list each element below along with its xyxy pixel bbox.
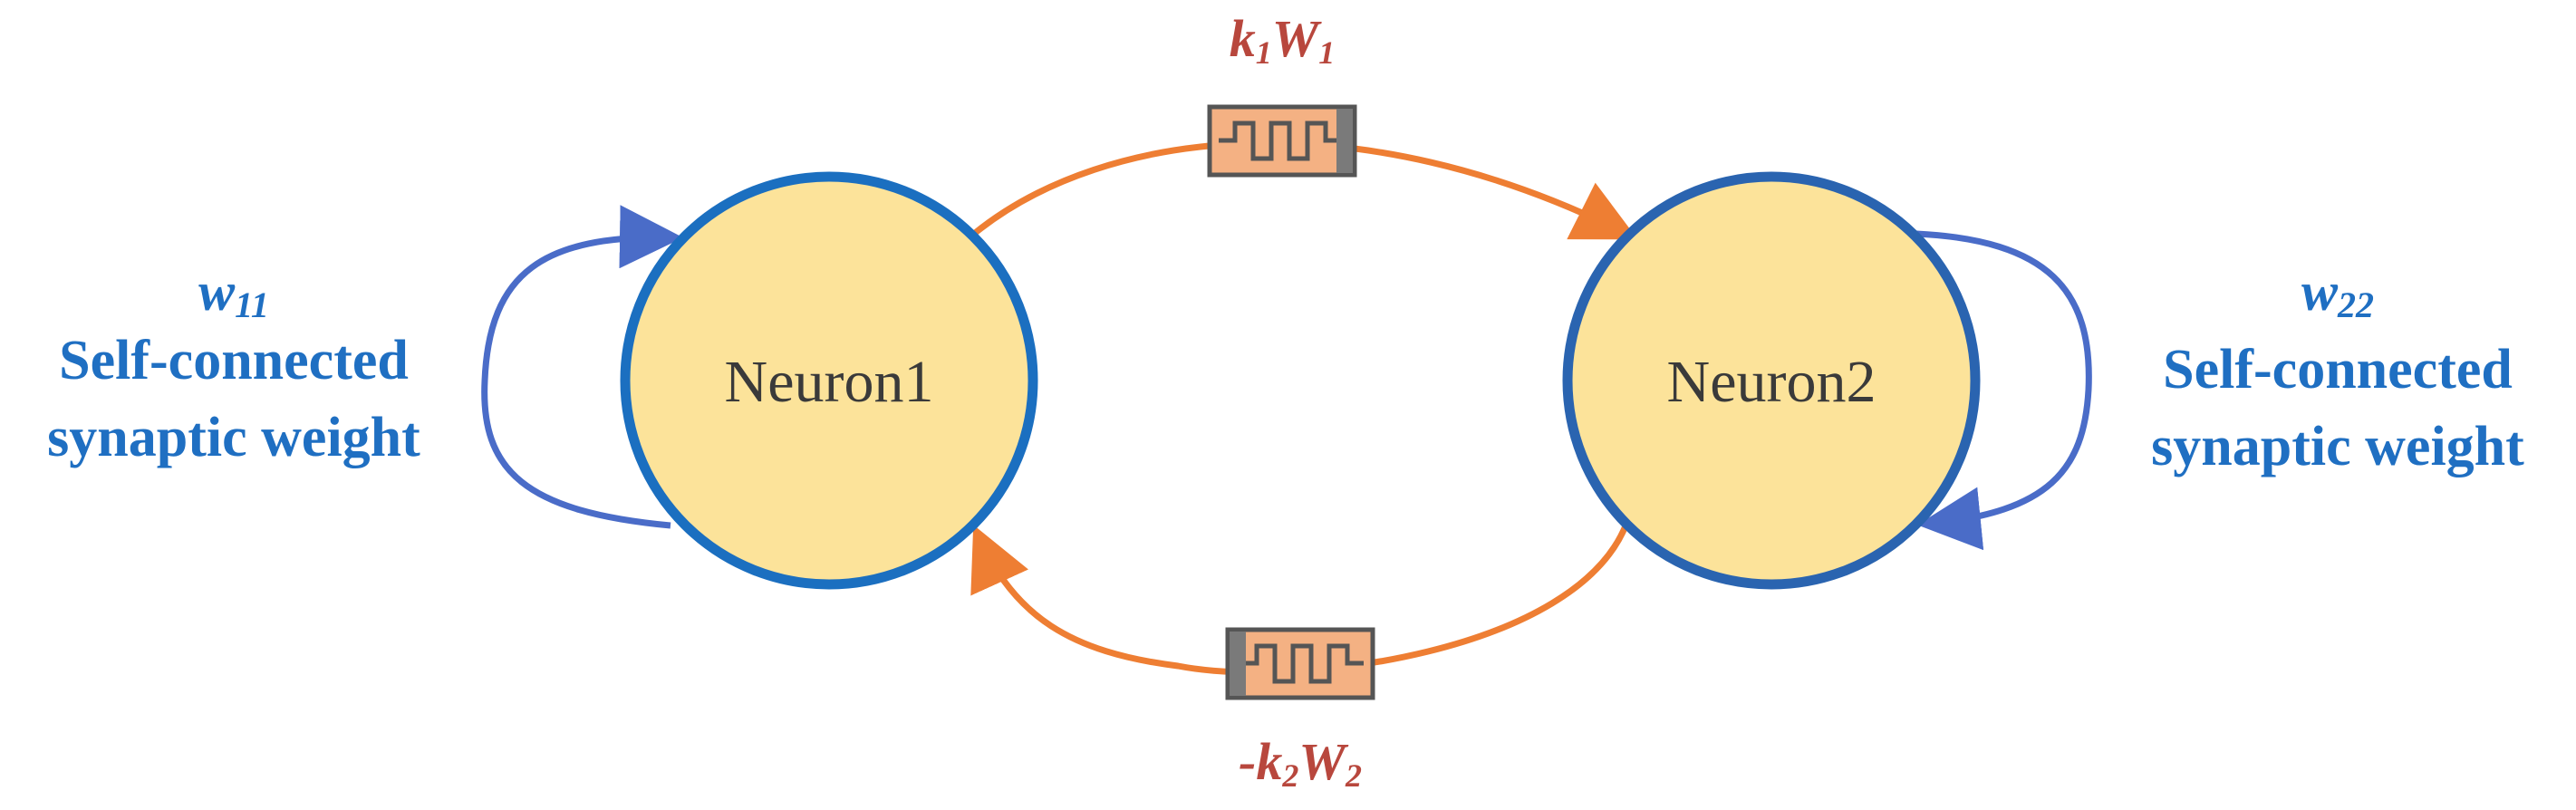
coupling-bottom-w-sub: 2: [1345, 757, 1362, 794]
self-right-line2: synaptic weight: [2151, 416, 2524, 477]
neuron-1-label: Neuron1: [725, 349, 934, 415]
neuron-1: Neuron1: [620, 171, 1038, 590]
self-loop-left-arrow: [481, 205, 683, 529]
self-left-weight: w11: [198, 262, 269, 325]
coupling-bottom-sign: -: [1239, 732, 1256, 791]
memristor-icon: [1207, 104, 1357, 178]
self-left-line2: synaptic weight: [47, 407, 420, 468]
coupling-bottom-k-sub: 2: [1281, 757, 1298, 794]
coupling-bottom-k: k: [1256, 732, 1282, 791]
coupling-bottom-w: W: [1298, 732, 1348, 791]
coupling-top-k: k: [1230, 9, 1256, 68]
neuron-2-circle: [1562, 171, 1981, 590]
memristor-icon: [1225, 627, 1375, 700]
coupling-top-w: W: [1272, 9, 1322, 68]
coupling-top-k-sub: 1: [1256, 34, 1272, 71]
neuron-1-circle: [620, 171, 1038, 590]
self-loop-right-arrow: [1915, 230, 2092, 551]
coupling-top-w-sub: 1: [1318, 34, 1335, 71]
coupling-top-label: k1W1: [1230, 9, 1336, 71]
neuron-2: Neuron2: [1562, 171, 1981, 590]
coupling-bottom-arrow: [970, 522, 1630, 676]
self-left-line1: Self-connected: [59, 330, 409, 391]
self-right-symbol: w: [2301, 262, 2339, 322]
self-connection-right-label: w22 Self-connected synaptic weight: [2151, 262, 2524, 477]
self-connection-left-label: w11 Self-connected synaptic weight: [47, 262, 420, 468]
neuron-2-label: Neuron2: [1667, 349, 1877, 415]
self-left-symbol: w: [198, 262, 236, 322]
self-right-weight: w22: [2301, 262, 2374, 325]
self-left-subscript: 11: [235, 284, 269, 325]
coupling-bottom-label: -k2W2: [1239, 732, 1362, 794]
self-right-line1: Self-connected: [2163, 339, 2513, 400]
self-right-subscript: 22: [2337, 284, 2374, 325]
